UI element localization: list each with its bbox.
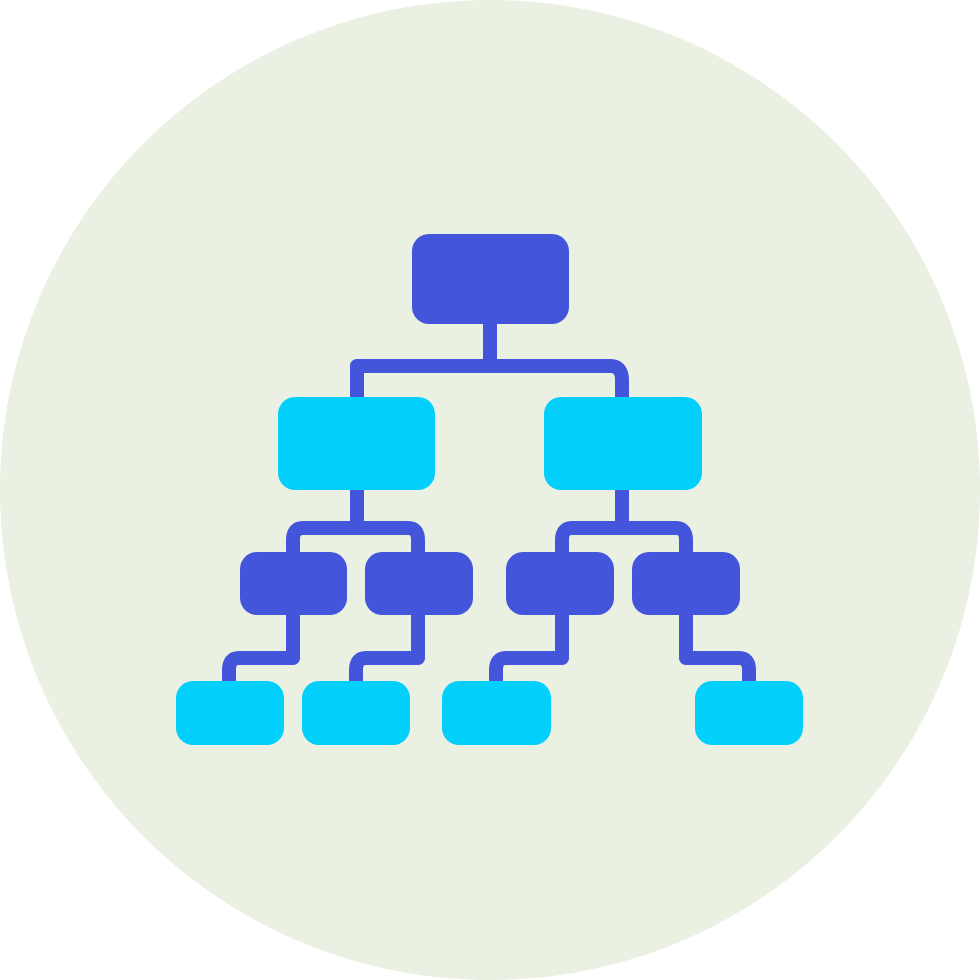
leaf-node-2 [302,681,410,745]
leaf-connector-3 [489,607,569,689]
level3-node-1 [240,552,347,615]
right-branch-connector [555,481,693,559]
leaf-node-1 [176,681,284,745]
node-group [176,234,803,745]
leaf-node-3 [442,681,551,745]
root-node [412,234,569,324]
level3-node-3 [506,552,614,615]
level3-node-2 [365,552,473,615]
level2-node-right [544,397,702,490]
level3-node-4 [632,552,740,615]
leaf-node-4 [695,681,803,745]
level2-node-left [278,397,435,490]
left-branch-connector [286,481,425,559]
leaf-connector-4 [679,607,756,689]
connector-lines [222,315,756,689]
root-connector [350,315,629,407]
leaf-connector-2 [349,607,425,689]
leaf-connector-1 [222,607,300,689]
